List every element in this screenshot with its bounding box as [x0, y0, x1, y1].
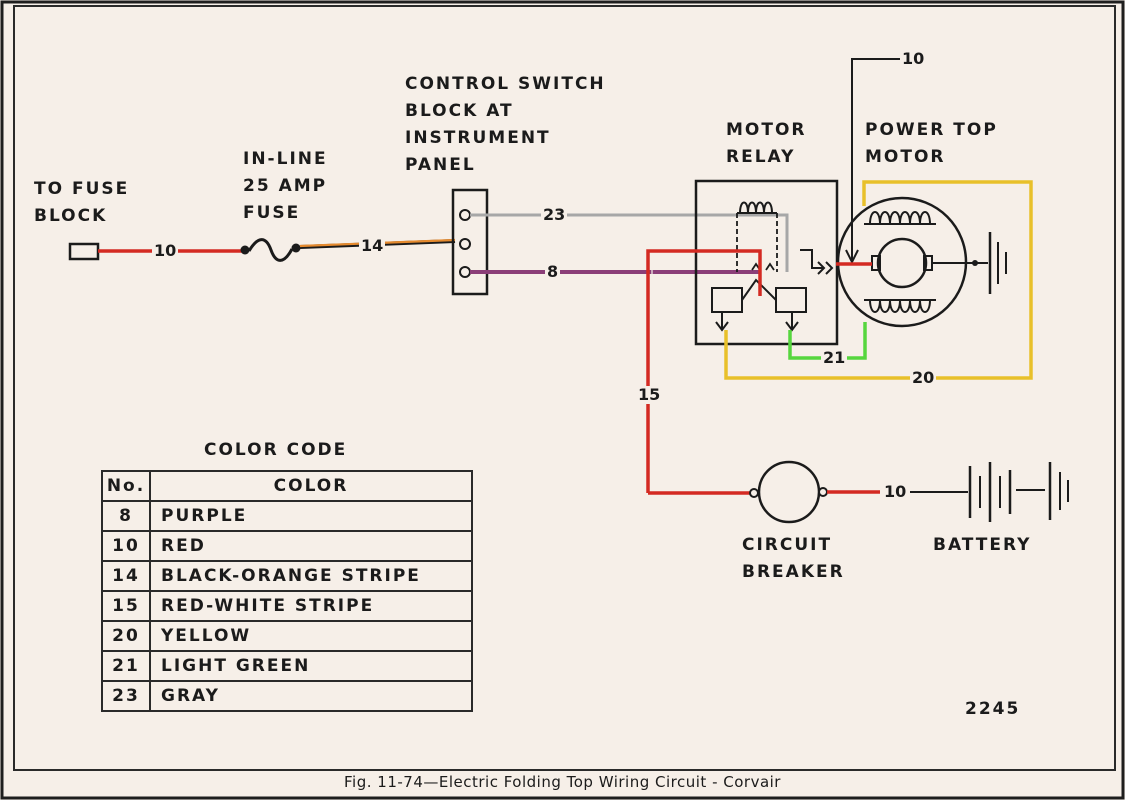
wire-label-21: 21 [821, 348, 848, 367]
label-switch-line3: INSTRUMENT [405, 128, 551, 148]
row-color: YELLOW [149, 620, 473, 652]
label-motor-relay: MOTOR RELAY [726, 117, 807, 171]
label-switch-line2: BLOCK AT [405, 101, 514, 121]
label-breaker-line1: CIRCUIT [742, 535, 833, 555]
fuse-block-connector [68, 242, 100, 261]
switch-terminal-14 [459, 238, 471, 250]
wire-label-23: 23 [541, 205, 568, 224]
motor-ground-icon [975, 232, 1007, 294]
label-inline-fuse-line2: 25 AMP [243, 176, 328, 196]
label-power-top-line1: POWER TOP [865, 120, 998, 140]
relay-coil [736, 201, 778, 272]
label-power-top-line2: MOTOR [865, 147, 946, 167]
relay-contacts [711, 262, 807, 332]
wire-label-20: 20 [910, 368, 937, 387]
header-no: No. [101, 470, 151, 502]
power-top-motor-symbol [836, 196, 978, 328]
wire-label-14: 14 [359, 236, 386, 255]
row-color: PURPLE [149, 500, 473, 532]
label-inline-fuse-line1: IN-LINE [243, 149, 328, 169]
figure-caption: Fig. 11-74—Electric Folding Top Wiring C… [344, 773, 781, 791]
label-circuit-breaker: CIRCUIT BREAKER [742, 532, 845, 586]
row-color: RED [149, 530, 473, 562]
row-color: LIGHT GREEN [149, 650, 473, 682]
circuit-breaker-symbol [757, 460, 821, 524]
row-no: 10 [101, 530, 151, 562]
color-code-title: COLOR CODE [204, 440, 348, 460]
label-inline-fuse-line3: FUSE [243, 203, 301, 223]
row-no: 15 [101, 590, 151, 622]
wire-label-10-battery: 10 [882, 482, 909, 501]
wire-23 [470, 213, 789, 272]
label-breaker-line2: BREAKER [742, 562, 845, 582]
label-motor-relay-line2: RELAY [726, 147, 796, 167]
battery-ground-icon [1048, 462, 1069, 520]
row-no: 8 [101, 500, 151, 532]
label-switch-block: CONTROL SWITCH BLOCK AT INSTRUMENT PANEL [405, 71, 606, 179]
header-color: COLOR [149, 470, 473, 502]
wire-10-motor-feed [851, 58, 900, 262]
row-color: BLACK-ORANGE STRIPE [149, 560, 473, 592]
label-fuse-block-line2: BLOCK [34, 206, 108, 226]
row-no: 20 [101, 620, 151, 652]
row-no: 23 [101, 680, 151, 712]
color-code-header-row: No. COLOR [101, 470, 473, 502]
row-no: 21 [101, 650, 151, 682]
wire-20 [724, 180, 1033, 380]
wire-label-8: 8 [545, 262, 561, 281]
switch-terminal-23 [459, 209, 471, 221]
wire-label-15: 15 [636, 385, 663, 404]
label-battery: BATTERY [933, 535, 1032, 555]
figure-number: 2245 [965, 699, 1021, 719]
motor-relay-box [694, 179, 839, 346]
wire-label-10-motor: 10 [900, 49, 927, 68]
label-fuse-block-line1: TO FUSE [34, 179, 130, 199]
wire-label-10-fuse: 10 [152, 241, 179, 260]
row-no: 14 [101, 560, 151, 592]
label-switch-line4: PANEL [405, 155, 476, 175]
battery-symbol [968, 462, 1045, 522]
relay-output-terminal [800, 249, 824, 269]
row-color: GRAY [149, 680, 473, 712]
label-switch-line1: CONTROL SWITCH [405, 74, 606, 94]
diagram-frame [13, 5, 1116, 771]
row-color: RED-WHITE STRIPE [149, 590, 473, 622]
wire-15-relay-feed [646, 249, 762, 493]
label-power-top-motor: POWER TOP MOTOR [865, 117, 998, 171]
control-switch-block [451, 188, 489, 296]
label-inline-fuse: IN-LINE 25 AMP FUSE [243, 146, 328, 227]
label-fuse-block: TO FUSE BLOCK [34, 176, 129, 230]
inline-fuse-symbol [240, 238, 301, 262]
switch-terminal-8 [459, 266, 471, 278]
label-motor-relay-line1: MOTOR [726, 120, 807, 140]
